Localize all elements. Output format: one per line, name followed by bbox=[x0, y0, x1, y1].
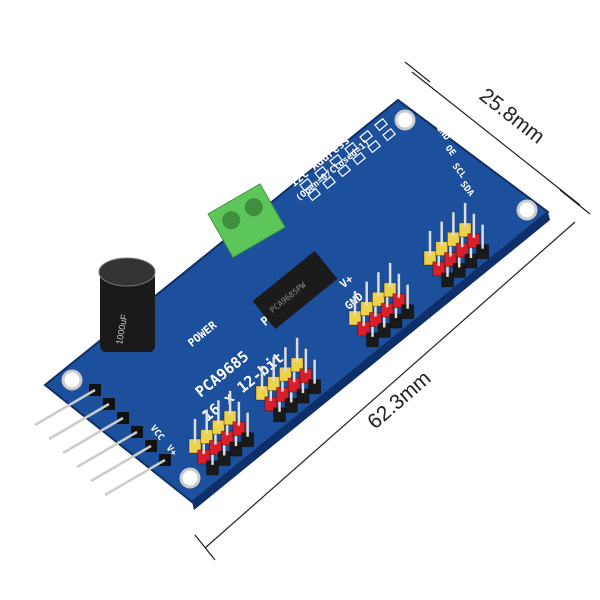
side-pin bbox=[76, 430, 138, 469]
address-jumper-pad bbox=[322, 175, 337, 190]
side-pin bbox=[90, 444, 152, 483]
address-jumper-pad bbox=[382, 127, 397, 142]
side-pin bbox=[62, 416, 124, 455]
address-jumper-pad bbox=[359, 129, 374, 144]
address-jumper-pad bbox=[352, 151, 367, 166]
pca9685-chip: PCA9685PW bbox=[252, 250, 338, 330]
control-pin-header[interactable] bbox=[34, 384, 171, 497]
mount-hole bbox=[179, 467, 201, 489]
address-jumper-pad bbox=[299, 177, 314, 192]
mount-hole bbox=[516, 199, 538, 221]
address-jumpers bbox=[299, 117, 397, 202]
length-dimension bbox=[194, 221, 576, 561]
pcb-edge bbox=[192, 212, 550, 510]
address-jumper-pad bbox=[367, 139, 382, 154]
width-dimension-label: 25.8mm bbox=[475, 84, 549, 149]
address-jumper-pad bbox=[329, 153, 344, 168]
electrolytic-capacitor: 1000uF bbox=[98, 257, 156, 352]
side-pin bbox=[48, 402, 110, 441]
mount-hole bbox=[61, 369, 83, 391]
power-terminal-block[interactable] bbox=[207, 183, 286, 258]
address-jumper-pad bbox=[307, 187, 322, 202]
mount-hole bbox=[394, 109, 416, 131]
side-pin bbox=[104, 458, 166, 497]
width-dimension bbox=[404, 61, 591, 215]
address-jumper-pad bbox=[314, 165, 329, 180]
address-jumper-pad bbox=[344, 141, 359, 156]
address-jumper-pad bbox=[374, 117, 389, 132]
servo-headers[interactable] bbox=[188, 202, 490, 476]
address-jumper-pad bbox=[337, 163, 352, 178]
side-pin bbox=[34, 388, 96, 427]
